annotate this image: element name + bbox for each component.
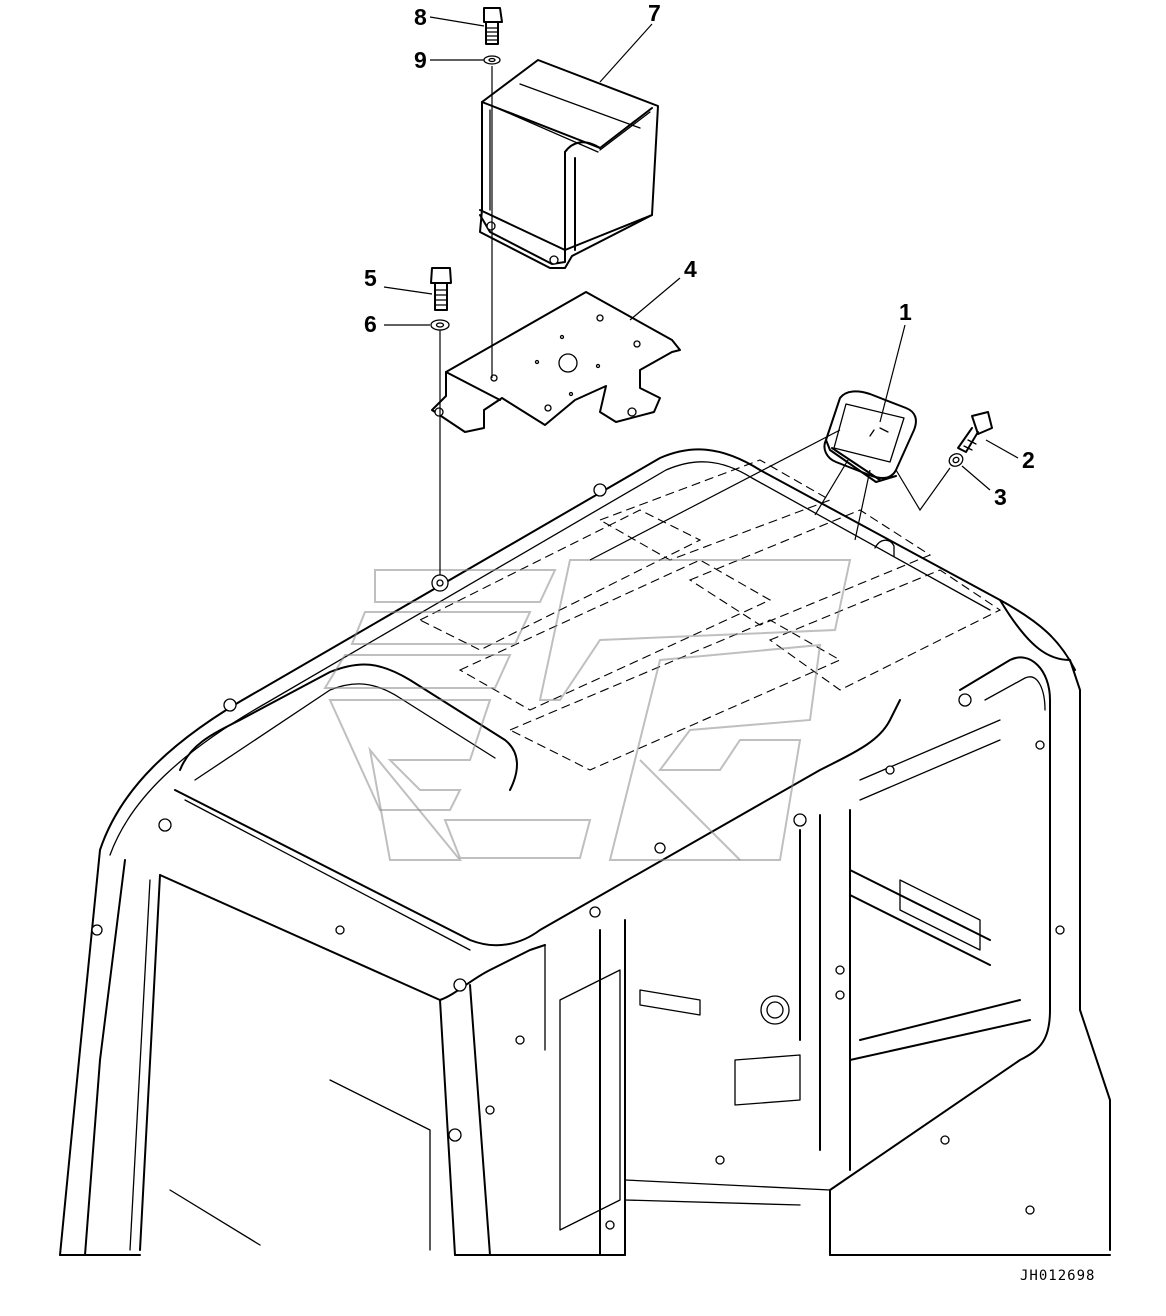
washer-3 bbox=[948, 453, 964, 467]
callout-label: 1 bbox=[899, 299, 912, 325]
callouts: 8 9 7 5 6 4 1 2 3 bbox=[364, 0, 1035, 510]
cover-part bbox=[479, 59, 659, 269]
bolt-2 bbox=[957, 411, 993, 453]
callout-label: 4 bbox=[684, 256, 697, 282]
callout-label: 6 bbox=[364, 311, 377, 337]
frame-holes bbox=[91, 483, 1065, 1230]
drawing-id: JH012698 bbox=[1020, 1268, 1095, 1284]
watermark-logo-icon bbox=[323, 559, 852, 861]
assembly-lines bbox=[383, 16, 1019, 592]
callout-label: 2 bbox=[1022, 447, 1035, 473]
callout-label: 8 bbox=[414, 4, 427, 30]
lamp-part bbox=[823, 390, 917, 483]
bracket-part bbox=[431, 291, 681, 433]
washer-6 bbox=[430, 319, 450, 331]
bolt-5 bbox=[430, 267, 452, 311]
callout-label: 3 bbox=[994, 484, 1007, 510]
callout-label: 9 bbox=[414, 47, 427, 73]
callout-label: 5 bbox=[364, 265, 377, 291]
callout-label: 7 bbox=[648, 0, 661, 26]
cab-frame bbox=[59, 448, 1111, 1256]
washer-9 bbox=[483, 55, 501, 65]
bolt-8 bbox=[483, 7, 503, 45]
